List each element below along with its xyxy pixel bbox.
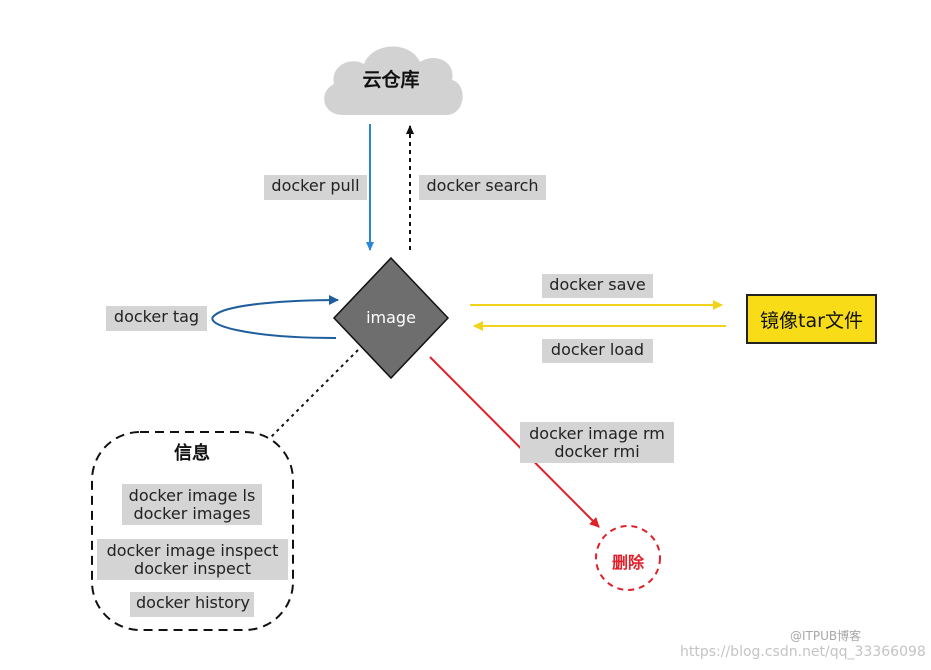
rm-label-line2: docker rmi [554,442,640,461]
cloud-shape [324,46,463,115]
info-ls-line2: docker images [133,504,251,523]
delete-circle [595,525,661,591]
tag-loop-arrow [211,295,339,339]
info-connector [269,349,359,439]
rm-label: docker image rm docker rmi [520,422,674,463]
tag-label: docker tag [106,306,207,331]
tar-file-node: 镜像tar文件 [746,294,877,344]
load-label: docker load [542,339,653,363]
delete-label: 删除 [611,553,644,572]
save-label: docker save [542,274,653,298]
tar-file-label: 镜像tar文件 [760,309,863,332]
info-title: 信息 [174,443,210,464]
image-label: image [366,308,416,327]
pull-label: docker pull [264,175,367,200]
info-inspect-line1: docker image inspect [106,541,279,560]
info-box [91,431,294,631]
rm-label-line1: docker image rm [529,424,665,443]
watermark-line1: @ITPUB博客 [790,629,862,643]
watermark-line2: https://blog.csdn.net/qq_33366098 [680,644,926,660]
info-inspect-line2: docker inspect [134,559,251,578]
image-diamond [332,256,450,380]
cloud-label: 云仓库 [362,69,420,91]
info-ls-label: docker image ls docker images [122,484,262,525]
info-ls-line1: docker image ls [128,486,256,505]
search-label: docker search [419,175,546,200]
delete-arrow [429,356,600,528]
info-history-label: docker history [130,592,254,617]
info-inspect-label: docker image inspect docker inspect [97,539,288,580]
